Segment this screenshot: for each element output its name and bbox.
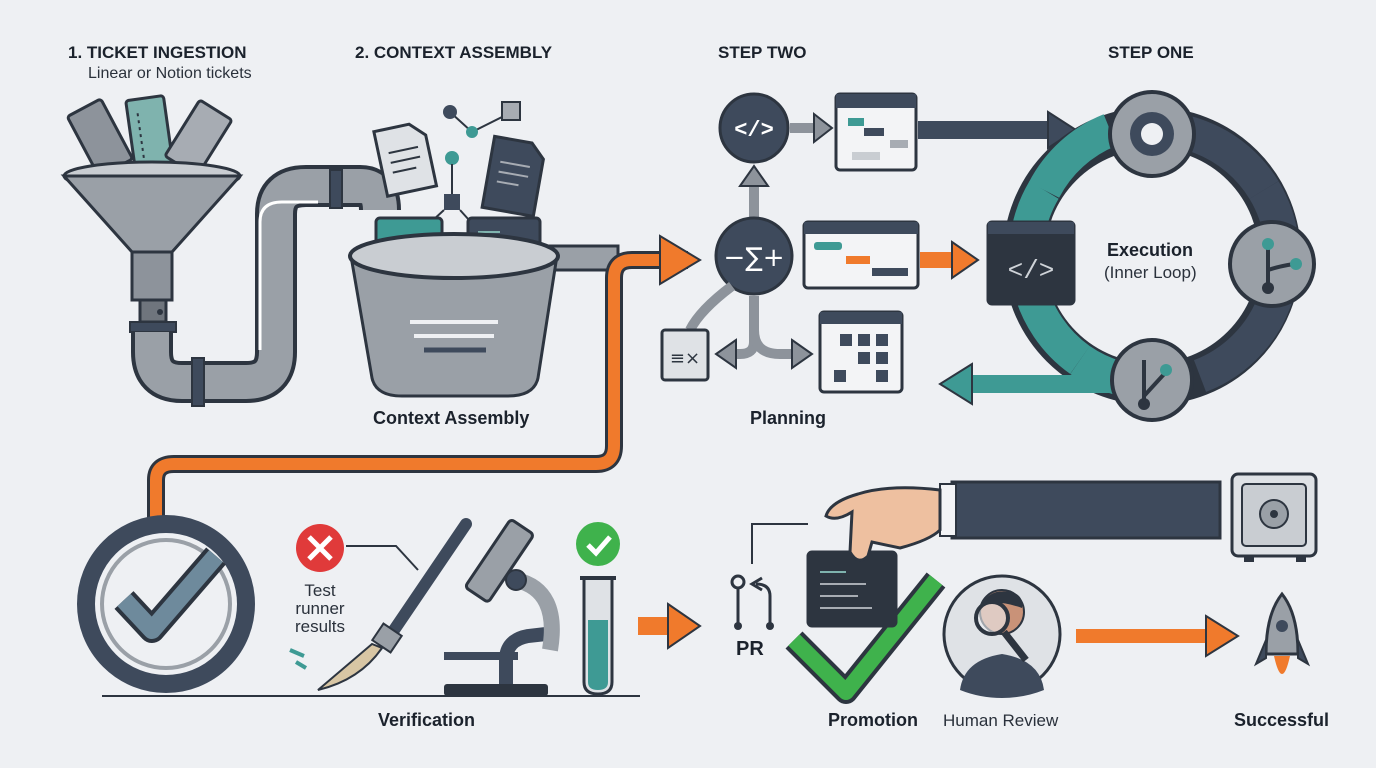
approved-check	[785, 550, 946, 704]
safe-icon	[1230, 472, 1318, 562]
stage-subtitle-ticket-ingestion: Linear or Notion tickets	[88, 65, 252, 82]
test-runner-line-1: Test	[304, 581, 336, 600]
test-runner-label: Test runner results	[290, 582, 350, 636]
rocket-icon	[1253, 591, 1311, 674]
git-branch-icon: </>	[938, 90, 1316, 422]
verification-arrow	[638, 602, 702, 650]
grid-icon	[818, 310, 904, 394]
funnel-icon	[60, 160, 244, 333]
pull-request-icon	[730, 523, 808, 630]
gantt-icon	[802, 92, 1078, 290]
stage-title-ticket-ingestion: 1. TICKET INGESTION	[68, 43, 247, 62]
pr-label: PR	[736, 638, 764, 660]
test-runner-line-2: runner	[295, 599, 345, 618]
bucket-icon	[348, 216, 620, 398]
hand-icon	[824, 480, 1222, 562]
stage-title-execution: STEP ONE	[1108, 43, 1194, 62]
microscope-icon	[444, 519, 560, 696]
magnifier-icon	[942, 574, 1062, 698]
pipe-icon	[131, 165, 401, 407]
success-icon	[576, 522, 620, 566]
sigma-icon: </> −∑+ ≡×	[660, 92, 834, 382]
svg-text:</>: </>	[1008, 256, 1055, 286]
document-icon	[372, 101, 545, 233]
success-arrow	[1076, 614, 1240, 658]
caption-context-assembly: Context Assembly	[373, 408, 530, 428]
stage-title-planning: STEP TWO	[718, 43, 807, 62]
svg-text:−∑+: −∑+	[723, 243, 784, 273]
test-tube-icon	[580, 576, 616, 696]
stage-title-context-assembly: 2. CONTEXT ASSEMBLY	[355, 43, 553, 62]
svg-text:≡×: ≡×	[670, 348, 700, 369]
caption-successful: Successful	[1234, 710, 1330, 730]
check-circle-icon	[77, 515, 255, 693]
caption-planning: Planning	[750, 408, 826, 428]
human-review-label: Human Review	[943, 711, 1059, 730]
subcaption-execution: (Inner Loop)	[1104, 263, 1197, 282]
brush-icon	[289, 518, 472, 691]
caption-promotion: Promotion	[828, 710, 918, 730]
caption-verification: Verification	[378, 710, 476, 730]
svg-text:</>: </>	[734, 118, 774, 143]
error-icon	[296, 524, 419, 572]
caption-execution: Execution	[1107, 240, 1194, 260]
test-runner-line-3: results	[294, 617, 346, 636]
orange-flow-path	[147, 234, 702, 520]
